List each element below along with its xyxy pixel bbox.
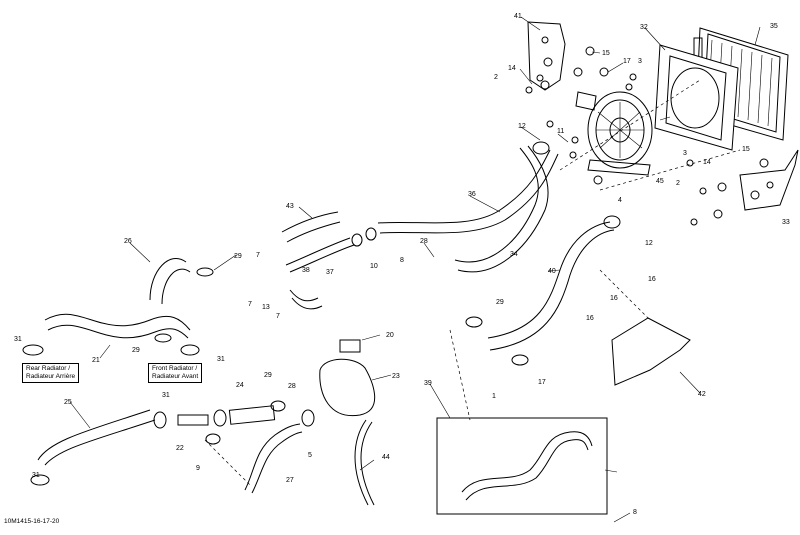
- svg-text:13: 13: [262, 304, 270, 311]
- svg-text:45: 45: [656, 178, 664, 185]
- svg-text:44: 44: [382, 454, 390, 461]
- svg-text:16: 16: [610, 295, 618, 302]
- deflector-plate: [611, 317, 691, 386]
- svg-text:29: 29: [264, 372, 272, 379]
- svg-text:9: 9: [196, 465, 200, 472]
- rear-radiator-label-en: Rear Radiator /: [26, 365, 71, 372]
- svg-text:17: 17: [538, 379, 546, 386]
- svg-text:29: 29: [234, 253, 242, 260]
- svg-text:23: 23: [392, 373, 400, 380]
- svg-text:11: 11: [557, 128, 564, 135]
- svg-text:14: 14: [703, 159, 711, 166]
- svg-text:36: 36: [468, 191, 476, 198]
- svg-text:29: 29: [496, 299, 504, 306]
- detail-inset-box: [436, 417, 608, 515]
- svg-text:2: 2: [494, 74, 498, 81]
- svg-text:7: 7: [256, 252, 260, 259]
- svg-text:29: 29: [132, 347, 140, 354]
- hose-clamps: [22, 141, 621, 486]
- svg-text:5: 5: [308, 452, 312, 459]
- svg-text:17: 17: [623, 58, 631, 65]
- svg-text:32: 32: [640, 24, 648, 31]
- svg-text:38: 38: [302, 267, 310, 274]
- svg-text:39: 39: [424, 380, 432, 387]
- svg-text:31: 31: [162, 392, 170, 399]
- reference-code: 10M1415-16-17-20: [4, 518, 60, 525]
- coolant-reservoir: [319, 339, 376, 417]
- svg-text:33: 33: [782, 219, 790, 226]
- svg-text:1: 1: [492, 393, 496, 400]
- svg-text:10: 10: [370, 263, 378, 270]
- svg-text:16: 16: [648, 276, 656, 283]
- svg-text:14: 14: [508, 65, 516, 72]
- svg-text:8: 8: [633, 509, 637, 516]
- svg-text:25: 25: [64, 399, 72, 406]
- upper-bracket: [527, 21, 566, 91]
- svg-text:43: 43: [286, 203, 294, 210]
- rear-radiator-label-fr: Radiateur Arrière: [26, 373, 76, 380]
- front-radiator-label-en: Front Radiator /: [152, 365, 198, 372]
- svg-text:41: 41: [514, 13, 522, 20]
- svg-text:8: 8: [400, 257, 404, 264]
- rear-radiator-label: Rear Radiator / Radiateur Arrière: [22, 363, 80, 383]
- svg-text:27: 27: [286, 477, 294, 484]
- svg-text:35: 35: [770, 23, 778, 30]
- fasteners: [525, 46, 769, 226]
- svg-text:42: 42: [698, 391, 706, 398]
- svg-text:37: 37: [326, 269, 334, 276]
- hoses: [37, 145, 615, 506]
- svg-text:12: 12: [518, 123, 526, 130]
- svg-text:24: 24: [236, 382, 244, 389]
- svg-text:22: 22: [176, 445, 184, 452]
- svg-text:2: 2: [676, 180, 680, 187]
- svg-text:3: 3: [638, 58, 642, 65]
- cooling-fan: [575, 91, 653, 176]
- svg-text:16: 16: [586, 315, 594, 322]
- svg-text:15: 15: [742, 146, 750, 153]
- svg-text:7: 7: [276, 313, 280, 320]
- svg-text:31: 31: [217, 356, 225, 363]
- svg-text:28: 28: [288, 383, 296, 390]
- front-radiator-label: Front Radiator / Radiateur Avant: [148, 363, 203, 383]
- svg-text:7: 7: [248, 301, 252, 308]
- svg-text:12: 12: [645, 240, 653, 247]
- svg-text:21: 21: [92, 357, 100, 364]
- svg-text:28: 28: [420, 238, 428, 245]
- svg-text:31: 31: [14, 336, 22, 343]
- svg-text:3: 3: [683, 150, 687, 157]
- side-bracket: [739, 149, 799, 211]
- svg-text:31: 31: [32, 472, 40, 479]
- svg-text:20: 20: [386, 332, 394, 339]
- svg-text:40: 40: [548, 268, 556, 275]
- svg-text:15: 15: [602, 50, 610, 57]
- svg-text:34: 34: [510, 251, 518, 258]
- svg-text:26: 26: [124, 238, 132, 245]
- svg-text:4: 4: [618, 197, 622, 204]
- front-radiator-label-fr: Radiateur Avant: [152, 373, 199, 380]
